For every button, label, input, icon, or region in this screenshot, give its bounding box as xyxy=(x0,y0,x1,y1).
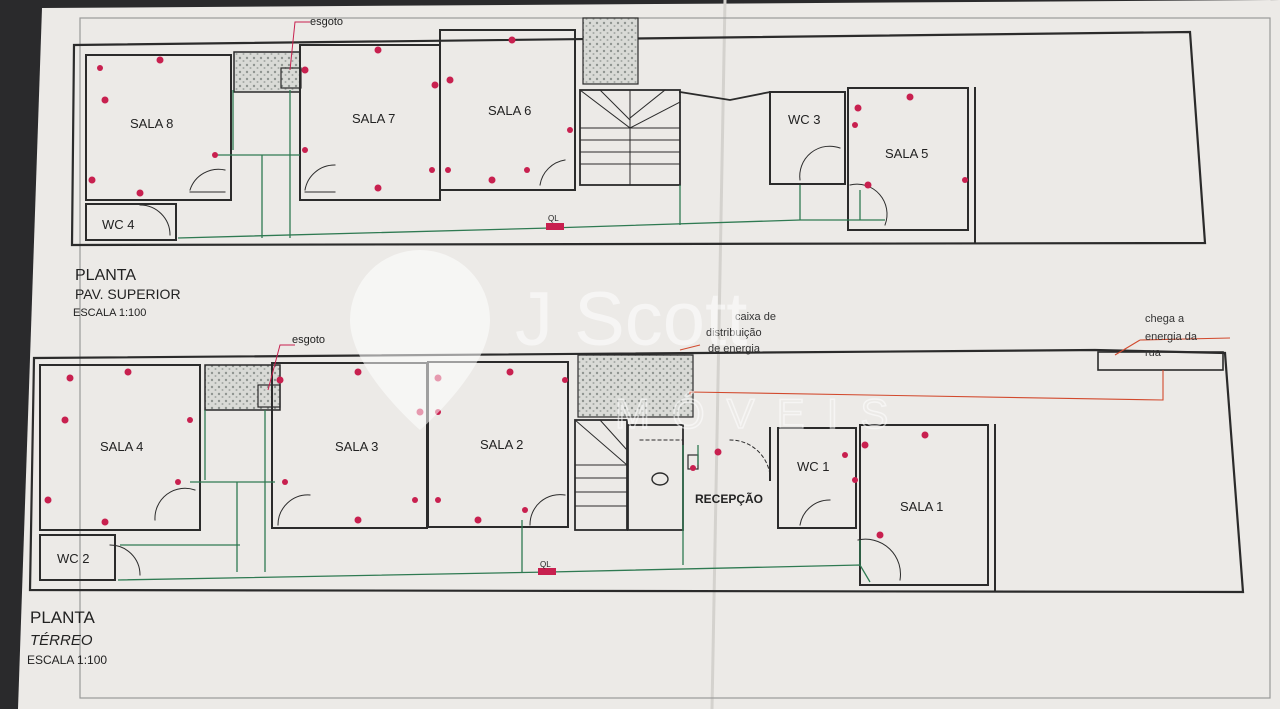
caixa-line-2: distribuição xyxy=(706,327,762,339)
esgoto-leader-upper xyxy=(289,21,310,71)
energy-supply-lines xyxy=(679,337,1231,401)
upper-plan-title: PLANTA xyxy=(75,267,136,284)
esgoto-leader-ground xyxy=(267,344,295,391)
upper-outlet-symbols xyxy=(88,36,968,230)
room-label-recepcao: RECEPÇÃO xyxy=(695,491,763,506)
sala4-walls xyxy=(39,364,201,531)
sala6-walls xyxy=(439,29,576,191)
caixa-line-3: de energia xyxy=(708,343,761,355)
room-label-sala7: SALA 7 xyxy=(352,111,395,126)
esgoto-label-ground: esgoto xyxy=(292,334,325,346)
watermark-brand: J Scott xyxy=(515,277,747,362)
chega-line-3: rua xyxy=(1145,347,1162,359)
toilet-icon xyxy=(651,472,669,486)
map-pin-icon xyxy=(350,250,490,430)
sala1-walls xyxy=(859,424,989,586)
room-label-wc3: WC 3 xyxy=(788,112,821,127)
caixa-line-1: caixa de xyxy=(735,311,776,323)
room-label-sala8: SALA 8 xyxy=(130,116,173,131)
ground-labels: SALA 4 SALA 3 SALA 2 RECEPÇÃO WC 1 SALA … xyxy=(27,334,943,667)
stairs-ground xyxy=(574,419,628,531)
room-label-sala2: SALA 2 xyxy=(480,437,523,452)
ground-plan-scale: ESCALA 1:100 xyxy=(27,653,107,667)
watermark-sub: MÓVEIS xyxy=(615,390,910,437)
chega-line-2: energia da xyxy=(1145,331,1198,343)
room-label-wc1: WC 1 xyxy=(797,459,830,474)
room-label-sala6: SALA 6 xyxy=(488,103,531,118)
upper-plan-subtitle: PAV. SUPERIOR xyxy=(75,286,181,302)
room-label-wc2: WC 2 xyxy=(57,551,90,566)
upper-outer-wall xyxy=(70,30,1207,247)
room-label-sala3: SALA 3 xyxy=(335,439,378,454)
hatch-area-ground xyxy=(577,354,694,418)
sala2-walls xyxy=(427,361,569,528)
ground-plan-title: PLANTA xyxy=(30,608,96,627)
ground-outlet-symbols xyxy=(44,368,929,575)
upper-plan-scale: ESCALA 1:100 xyxy=(73,307,146,319)
ground-outer-wall xyxy=(28,348,1245,594)
ql-label-ground: QL xyxy=(540,560,551,569)
chega-line-1: chega a xyxy=(1145,313,1185,325)
upper-wiring xyxy=(177,90,885,239)
sala8-walls xyxy=(85,54,232,201)
annotation-chega-energia: chega a energia da rua xyxy=(1145,313,1198,359)
upper-floor-plan xyxy=(70,17,1207,247)
ground-wiring xyxy=(117,410,871,583)
ground-plan-subtitle: TÉRREO xyxy=(30,632,93,649)
esgoto-label-upper: esgoto xyxy=(310,16,343,28)
room-label-sala5: SALA 5 xyxy=(885,146,928,161)
room-label-wc4: WC 4 xyxy=(102,217,135,232)
annotation-caixa-distribuicao: caixa de distribuição de energia xyxy=(706,311,776,355)
room-label-sala4: SALA 4 xyxy=(100,439,143,454)
stair-treads-upper xyxy=(579,89,681,186)
stair-treads-ground xyxy=(574,419,628,507)
ql-label-upper: QL xyxy=(548,214,559,223)
wc4-walls xyxy=(85,203,177,241)
upper-labels: SALA 8 SALA 7 SALA 6 WC 3 SALA 5 WC 4 es… xyxy=(73,16,928,319)
wc3-walls xyxy=(769,91,846,185)
ground-floor-plan xyxy=(28,348,1245,594)
wc2-walls xyxy=(39,534,116,581)
sala5-walls xyxy=(847,87,969,231)
hatch-area-upper xyxy=(582,17,639,85)
esgoto-shaft-ground xyxy=(204,364,281,411)
esgoto-shaft-upper xyxy=(233,51,301,93)
room-label-sala1: SALA 1 xyxy=(900,499,943,514)
watermark: J Scott MÓVEIS xyxy=(350,250,910,438)
